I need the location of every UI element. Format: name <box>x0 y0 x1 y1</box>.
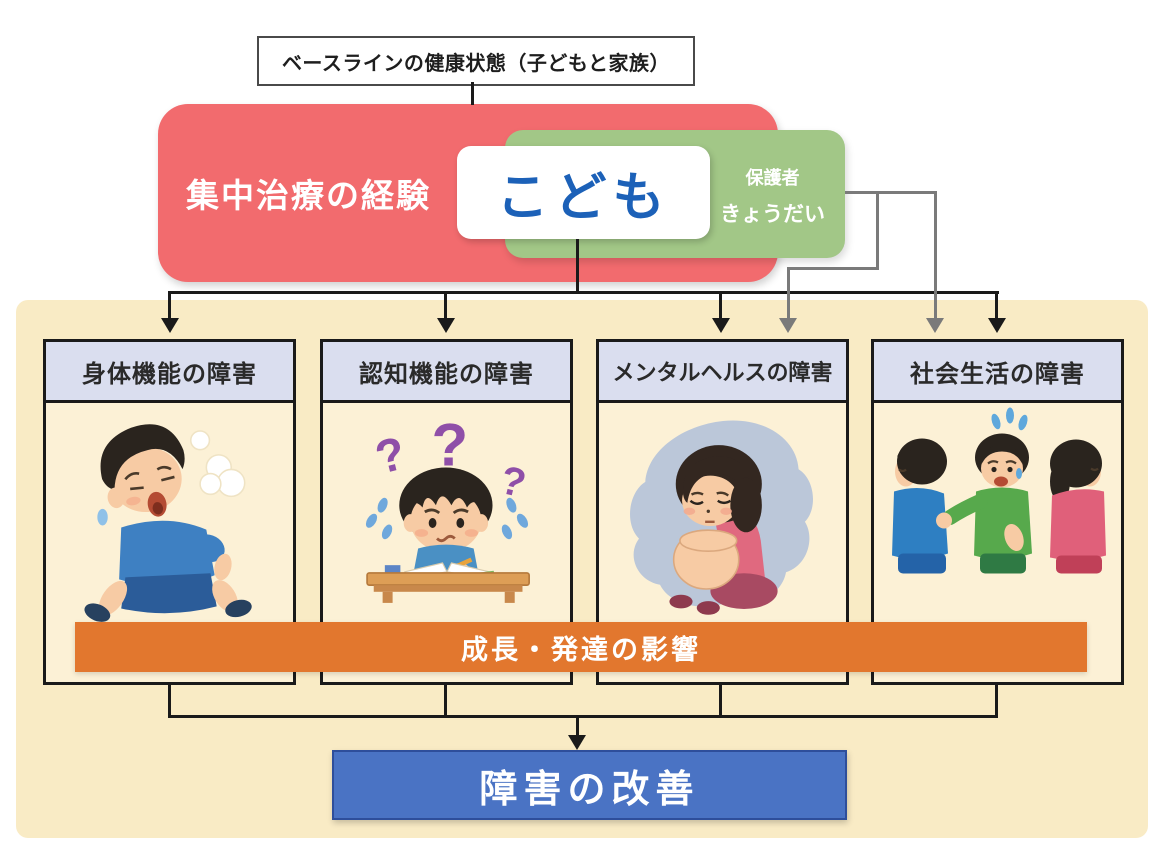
family-labels: 保護者 きょうだい <box>700 146 845 246</box>
baseline-health-box: ベースラインの健康状態（子どもと家族） <box>257 36 695 86</box>
connector-to-mental <box>719 291 722 320</box>
baseline-health-label: ベースラインの健康状態（子どもと家族） <box>281 52 671 75</box>
arrowhead-to-mental-icon <box>712 318 730 333</box>
connector-to-outcome <box>576 715 579 737</box>
exhausted-boy-illustration <box>83 424 252 622</box>
physical-impairment-header: 身体機能の障害 <box>46 342 293 403</box>
social-life-impairment-header: 社会生活の障害 <box>874 342 1121 403</box>
collector-line <box>168 715 998 718</box>
cognitive-impairment-header: 認知機能の障害 <box>323 342 570 403</box>
mental-health-impairment-header: メンタルヘルスの障害 <box>599 342 846 403</box>
excluded-child-illustration <box>892 407 1106 574</box>
gray-arrowhead-to-mental-icon <box>779 318 797 333</box>
arrowhead-to-cognitive-icon <box>437 318 455 333</box>
question-mark-icon: ? <box>431 411 468 478</box>
arrowhead-to-social-icon <box>988 318 1006 333</box>
depressed-girl-illustration <box>629 420 813 615</box>
question-mark-icon: ? <box>495 458 529 507</box>
connector-baseline-to-icu <box>471 82 474 105</box>
family-connector-h1 <box>845 191 937 194</box>
child-box: こども <box>457 146 710 239</box>
outcome-improvement-box: 障害の改善 <box>332 750 847 820</box>
confused-student-illustration: ? ? ? <box>365 411 530 603</box>
physical-impairment-illustration-area <box>46 403 293 688</box>
connector-to-cognitive <box>444 291 447 320</box>
arrowhead-to-physical-icon <box>161 318 179 333</box>
social-life-illustration-area <box>874 403 1121 688</box>
growth-development-bar: 成長・発達の影響 <box>75 622 1087 672</box>
connector-physical-down <box>168 685 171 718</box>
question-mark-icon: ? <box>370 426 410 483</box>
family-connector-v1 <box>876 191 879 270</box>
connector-cognitive-down <box>444 685 447 718</box>
cognitive-impairment-illustration-area: ? ? ? <box>323 403 570 688</box>
family-connector-v-social <box>934 191 937 320</box>
connector-mental-down <box>719 685 722 718</box>
mental-health-illustration-area <box>599 403 846 688</box>
family-connector-h2 <box>787 267 879 270</box>
connector-to-social <box>995 291 998 320</box>
arrowhead-to-outcome-icon <box>568 735 586 750</box>
family-connector-v-mental <box>787 267 790 320</box>
icu-experience-label: 集中治療の経験 <box>186 177 431 214</box>
guardian-label: 保護者 <box>745 168 800 188</box>
child-label: こども <box>496 169 671 227</box>
connector-child-down <box>576 239 579 293</box>
distribution-line <box>169 291 999 294</box>
connector-social-down <box>995 685 998 718</box>
connector-to-physical <box>168 291 171 320</box>
mental-health-impairment-box: メンタルヘルスの障害 <box>596 339 849 685</box>
gray-arrowhead-to-social-icon <box>926 318 944 333</box>
sibling-label: きょうだい <box>720 203 825 226</box>
